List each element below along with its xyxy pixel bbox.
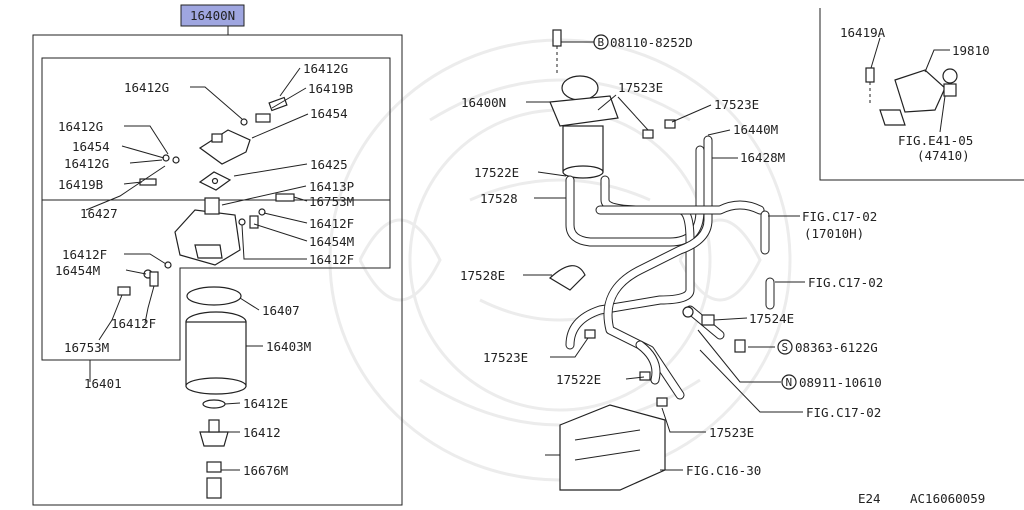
inset-box: [819, 8, 1024, 181]
label-FIG-C17-02-b[interactable]: FIG.C17-02: [808, 275, 883, 290]
label-FIG-C16-30[interactable]: FIG.C16-30: [686, 463, 761, 478]
part-labels: 16412G 16412G 16419B 16412G 16454 16454 …: [55, 25, 990, 478]
nut-symbol-n: N: [786, 376, 793, 389]
fuel-filter-housing: [549, 29, 619, 179]
bolt-symbol-b: B: [598, 36, 605, 49]
label-16419B-b[interactable]: 16419B: [58, 177, 103, 192]
leader-lines: [85, 37, 950, 471]
label-17522E-b[interactable]: 17522E: [556, 372, 601, 387]
nut-symbol-circle: [781, 374, 797, 390]
label-16412F-a[interactable]: 16412F: [309, 216, 354, 231]
label-17010H[interactable]: (17010H): [804, 226, 864, 241]
bolt-symbol-circle: [593, 34, 609, 50]
label-16454-a[interactable]: 16454: [310, 106, 348, 121]
label-16400N[interactable]: 16400N: [461, 95, 506, 110]
label-16753M-b[interactable]: 16753M: [64, 340, 109, 355]
label-16401[interactable]: 16401: [84, 376, 122, 391]
label-17523E-b[interactable]: 17523E: [714, 97, 759, 112]
fuel-hoses: [565, 135, 775, 400]
fuel-tank: [545, 404, 666, 491]
clamps: [549, 119, 746, 407]
label-17523E-a[interactable]: 17523E: [618, 80, 663, 95]
label-16412G-b[interactable]: 16412G: [303, 61, 348, 76]
label-16419A[interactable]: 16419A: [840, 25, 886, 40]
label-16407[interactable]: 16407: [262, 303, 300, 318]
label-17523E-d[interactable]: 17523E: [709, 425, 754, 440]
label-08110-8252D[interactable]: 08110-8252D: [610, 35, 693, 50]
label-16412F-c[interactable]: 16412F: [62, 247, 107, 262]
label-16403M[interactable]: 16403M: [266, 339, 311, 354]
label-17522E-a[interactable]: 17522E: [474, 165, 519, 180]
screw-symbol-circle: [777, 339, 793, 355]
filter-head: [117, 193, 295, 296]
header-part-box: [180, 4, 245, 27]
bracket-assembly: [139, 96, 288, 191]
label-16676M[interactable]: 16676M: [243, 463, 288, 478]
label-16440M[interactable]: 16440M: [733, 122, 778, 137]
label-16412F-b[interactable]: 16412F: [309, 252, 354, 267]
label-16454M-a[interactable]: 16454M: [309, 234, 354, 249]
label-47410[interactable]: (47410): [917, 148, 970, 163]
label-16412[interactable]: 16412: [243, 425, 281, 440]
screw-symbol-s: S: [782, 341, 789, 354]
label-FIG-C17-02-c[interactable]: FIG.C17-02: [806, 405, 881, 420]
label-16753M-a[interactable]: 16753M: [309, 194, 354, 209]
header-part-number[interactable]: 16400N: [190, 8, 235, 23]
label-16425[interactable]: 16425: [310, 157, 348, 172]
assembly-16401-box: [41, 200, 391, 361]
label-17524E[interactable]: 17524E: [749, 311, 794, 326]
label-08911-10610[interactable]: 08911-10610: [799, 375, 882, 390]
label-17523E-c[interactable]: 17523E: [483, 350, 528, 365]
label-16454M-b[interactable]: 16454M: [55, 263, 100, 278]
label-08363-6122G[interactable]: 08363-6122G: [795, 340, 878, 355]
label-16419B-a[interactable]: 16419B: [308, 81, 353, 96]
label-16412E[interactable]: 16412E: [243, 396, 288, 411]
label-19810[interactable]: 19810: [952, 43, 990, 58]
label-16412G-a[interactable]: 16412G: [124, 80, 169, 95]
label-16412G-c[interactable]: 16412G: [58, 119, 103, 134]
label-17528[interactable]: 17528: [480, 191, 518, 206]
label-16427[interactable]: 16427: [80, 206, 118, 221]
footer-page-ref: E24: [858, 491, 881, 506]
label-FIG-C17-02-a[interactable]: FIG.C17-02: [802, 209, 877, 224]
label-16413P[interactable]: 16413P: [309, 179, 354, 194]
label-16412F-d[interactable]: 16412F: [111, 316, 156, 331]
footer-catalog-id: AC16060059: [910, 491, 985, 506]
label-FIG-E41-05[interactable]: FIG.E41-05: [898, 133, 973, 148]
label-16454-b[interactable]: 16454: [72, 139, 110, 154]
label-17528E[interactable]: 17528E: [460, 268, 505, 283]
label-16412G-d[interactable]: 16412G: [64, 156, 109, 171]
assembly-outer-box: [32, 34, 403, 506]
filter-element: [185, 286, 247, 499]
label-16428M[interactable]: 16428M: [740, 150, 785, 165]
